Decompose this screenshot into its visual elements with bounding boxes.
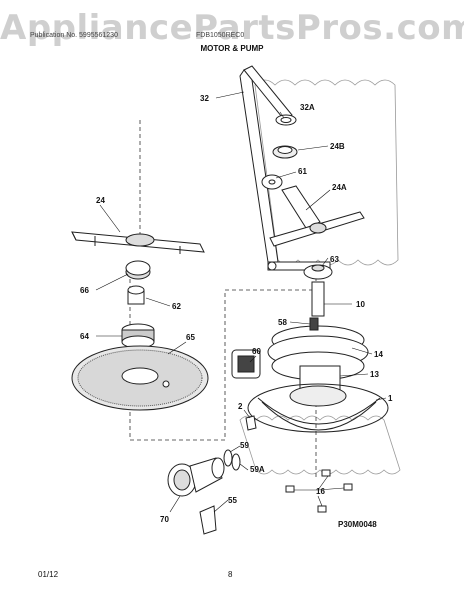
coupler-62 xyxy=(127,285,145,305)
upper-spray-arm xyxy=(269,185,365,247)
callout-65: 65 xyxy=(186,333,195,342)
clip-58 xyxy=(309,317,319,331)
motor-60 xyxy=(231,349,261,379)
tub-outline-bottom xyxy=(239,415,401,475)
watermark: AppliancePartsPros.com xyxy=(0,8,464,48)
clips-16 xyxy=(285,469,353,513)
callout-14: 14 xyxy=(374,350,383,359)
fine-filter-65 xyxy=(71,345,209,411)
model-number: FDB1050REC0 xyxy=(196,32,245,39)
footer-page-number: 8 xyxy=(228,570,233,579)
nut-24b xyxy=(272,145,298,159)
callout-64: 64 xyxy=(80,332,89,341)
callout-58: 58 xyxy=(278,318,287,327)
publication-number: Publication No. 5995561230 xyxy=(30,32,118,39)
callout-59: 59 xyxy=(240,441,249,450)
lower-spray-arm xyxy=(71,231,205,254)
callout-32: 32 xyxy=(200,94,209,103)
gear-66 xyxy=(125,260,151,280)
callout-24a: 24A xyxy=(332,183,347,192)
page-title: MOTOR & PUMP xyxy=(200,44,264,53)
callout-1: 1 xyxy=(388,394,393,403)
diagram-code: P30M0048 xyxy=(338,520,377,529)
callout-16: 16 xyxy=(316,487,325,496)
callout-59a: 59A xyxy=(250,465,265,474)
callout-66: 66 xyxy=(80,286,89,295)
callout-labels: 32 32A 24B 61 24A 24 63 66 62 10 58 64 6… xyxy=(80,94,393,524)
callout-10: 10 xyxy=(356,300,365,309)
sump-1 xyxy=(247,383,389,433)
bracket-2 xyxy=(245,415,257,431)
callout-70: 70 xyxy=(160,515,169,524)
tub-outline-top xyxy=(254,79,399,266)
washer-61 xyxy=(261,174,283,190)
callout-60: 60 xyxy=(252,347,261,356)
callout-24b: 24B xyxy=(330,142,345,151)
footer-date: 01/12 xyxy=(38,570,59,579)
callout-61: 61 xyxy=(298,167,307,176)
leader-lines xyxy=(95,91,387,513)
callout-62: 62 xyxy=(172,302,181,311)
callout-55: 55 xyxy=(228,496,237,505)
pump-assembly xyxy=(267,264,369,407)
o-ring-59 xyxy=(223,449,233,467)
callout-2: 2 xyxy=(238,402,243,411)
bracket-55 xyxy=(199,505,217,535)
assembly-lines xyxy=(129,120,320,480)
callout-32a: 32A xyxy=(300,103,315,112)
callout-24: 24 xyxy=(96,196,105,205)
callout-13: 13 xyxy=(370,370,379,379)
drain-pump-70 xyxy=(167,457,225,497)
seal-32a xyxy=(275,114,297,126)
callout-63: 63 xyxy=(330,255,339,264)
filter-ring-64 xyxy=(121,323,155,349)
o-ring-59a xyxy=(231,453,241,471)
